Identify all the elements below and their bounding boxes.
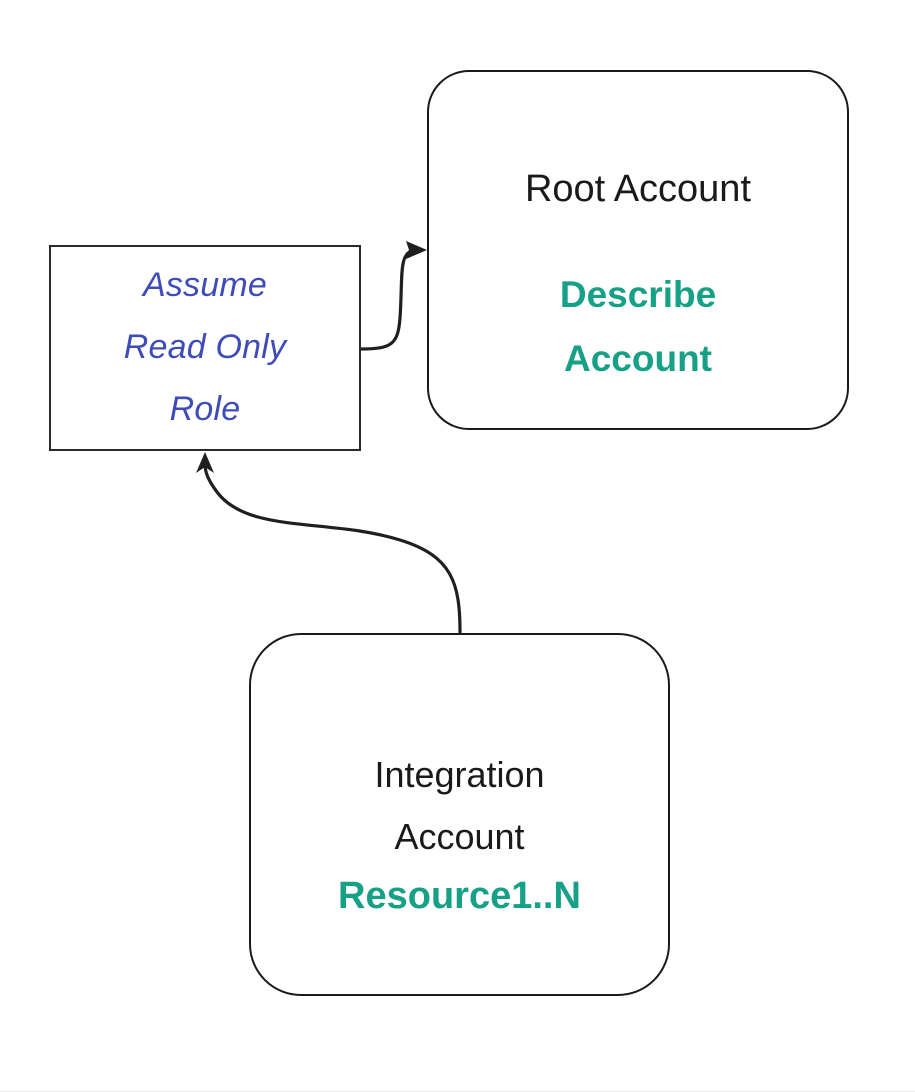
integration-account-resources: Resource1..N [338,874,581,917]
edge-assume-role-to-root-account [359,241,427,351]
root-account-title: Root Account [524,167,752,210]
root-account-action: Describe Account [560,263,716,390]
edge-integration-account-to-assume-role-path [203,462,462,634]
node-integration-account[interactable]: Integration Account Resource1..N [249,633,670,996]
edge-assume-role-to-root-account-path [359,248,417,351]
assume-role-label-line-2: Read Only [123,328,287,367]
integration-account-title-line-2: Account [394,815,525,857]
integration-account-title: Integration Account [374,744,544,868]
root-account-action-line-2: Account [564,337,712,379]
integration-account-title-line-1: Integration [374,753,545,795]
edge-assume-role-to-root-account-arrowhead [406,241,427,259]
assume-role-label: Assume Read Only Role [124,255,286,441]
assume-role-label-line-3: Role [169,389,241,428]
edge-integration-account-to-assume-role-arrowhead [196,452,214,473]
node-assume-read-only-role[interactable]: Assume Read Only Role [49,245,361,451]
assume-role-label-line-1: Assume [142,266,268,305]
root-account-action-line-1: Describe [559,274,717,316]
node-root-account[interactable]: Root Account Describe Account [427,70,849,430]
edge-integration-account-to-assume-role [196,452,462,634]
